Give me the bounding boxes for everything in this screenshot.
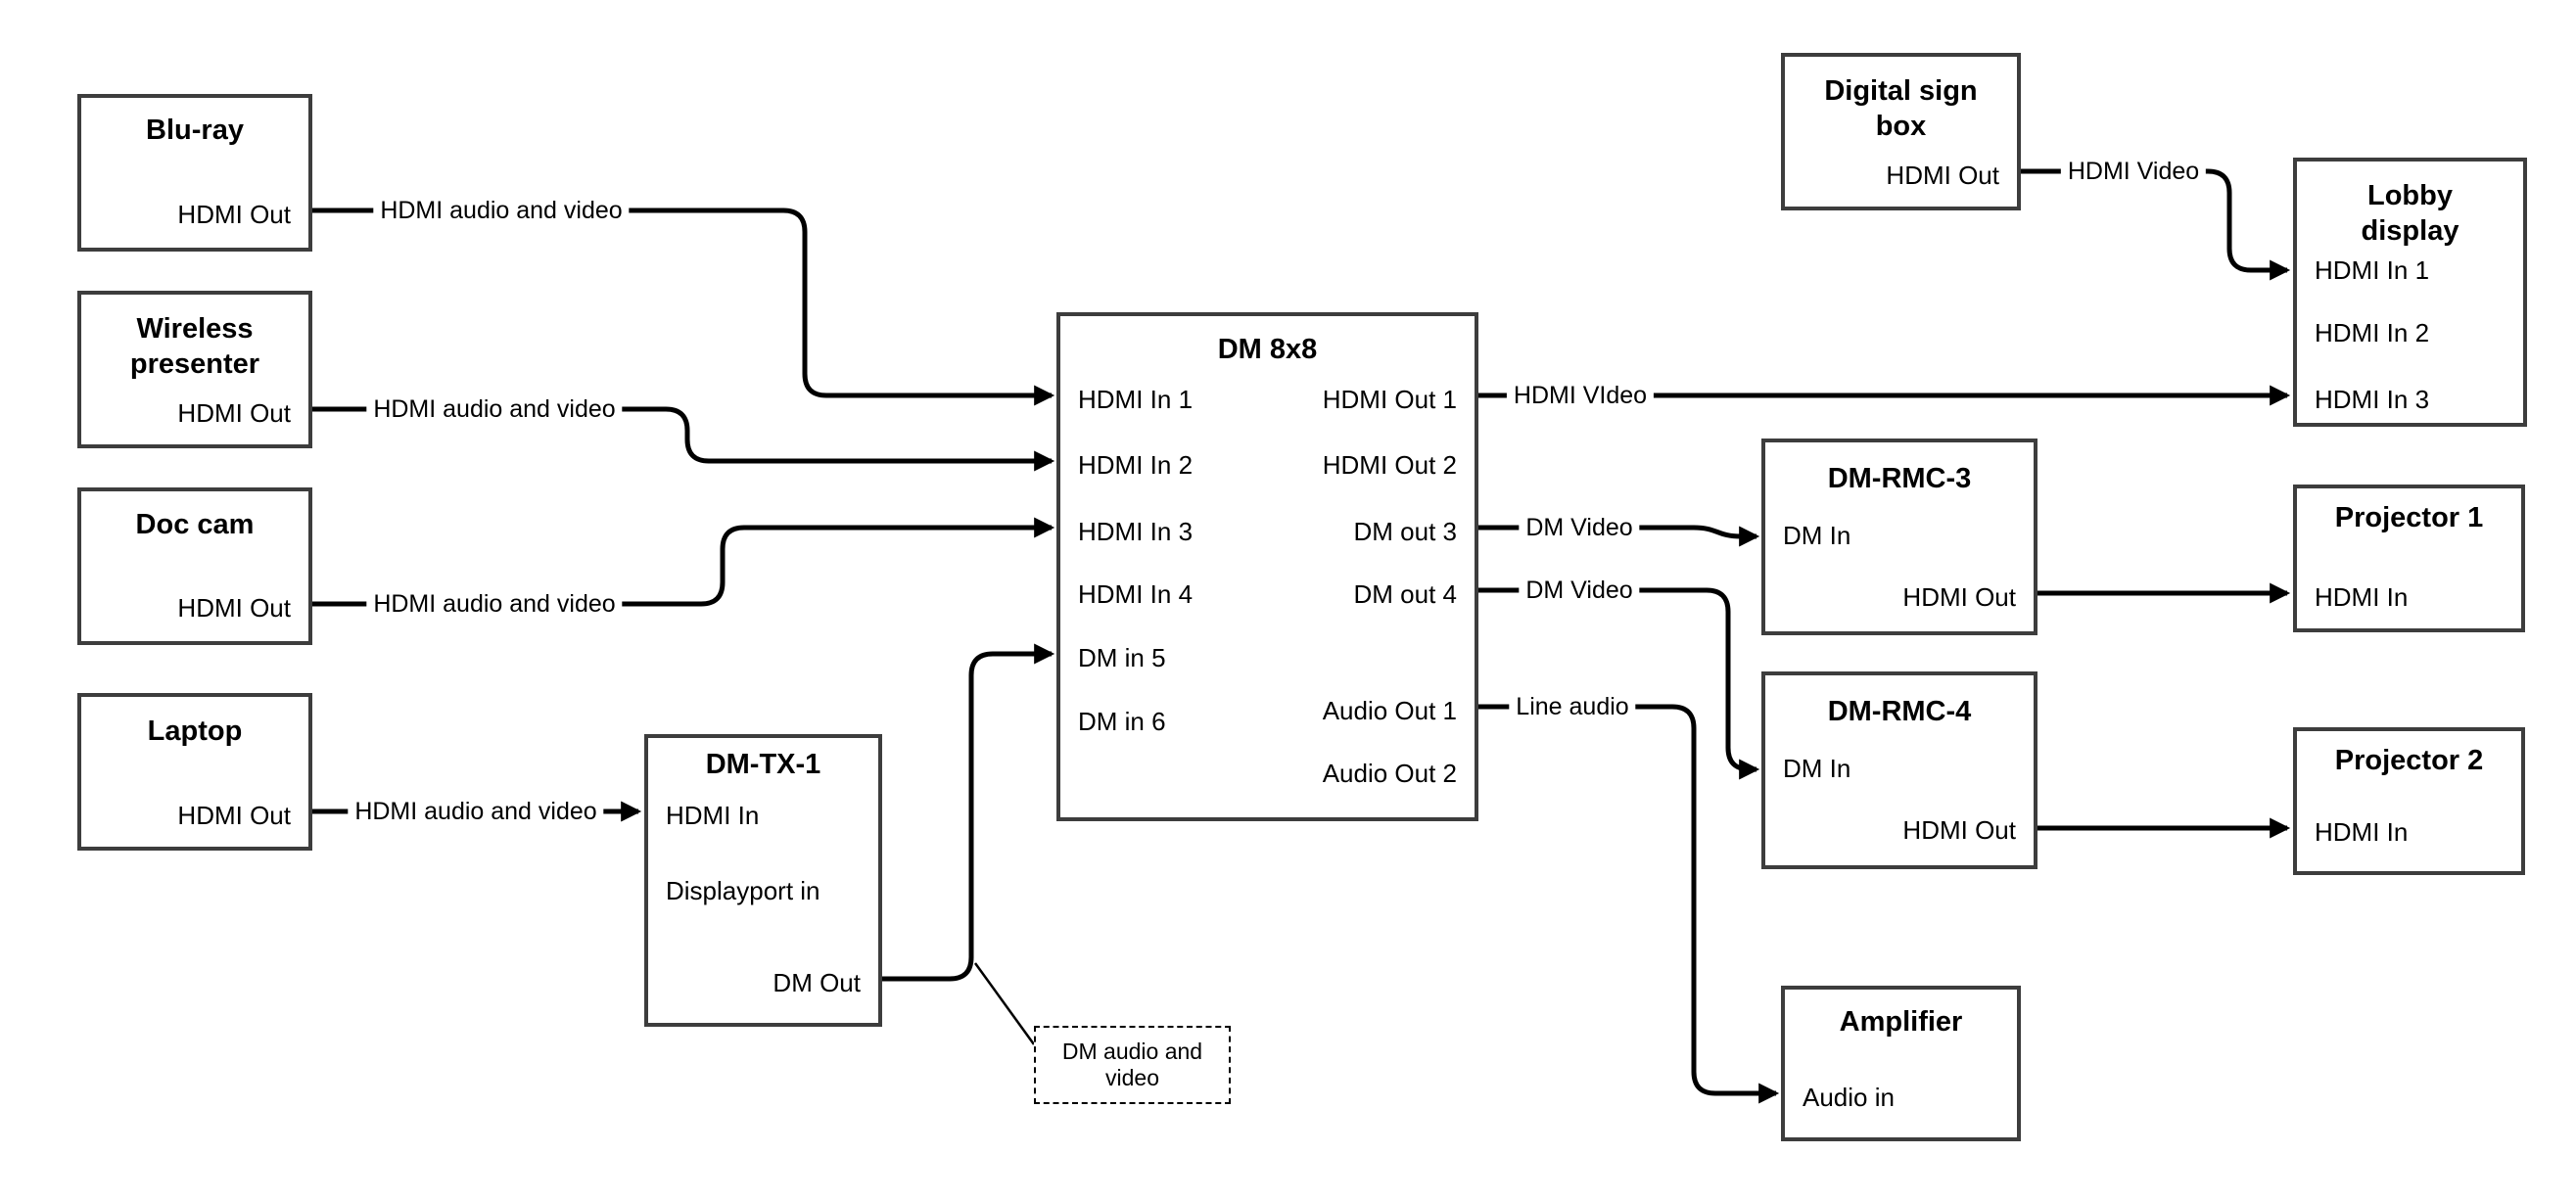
node-dm-tx-1-title: DM-TX-1 [705, 749, 821, 780]
node-dm-8x8-port-dm-out-4: DM out 4 [1353, 579, 1458, 609]
node-amplifier: Amplifier Audio in [1781, 986, 2021, 1141]
node-dm-8x8-title: DM 8x8 [1217, 334, 1318, 365]
wire-dm8x8-out4-to-rmc4 [1478, 587, 1760, 780]
node-projector-2: Projector 2 HDMI In [2293, 727, 2525, 875]
node-dm-8x8-port-hdmi-in-1: HDMI In 1 [1078, 385, 1194, 414]
node-dm-8x8-port-audio-out-1: Audio Out 1 [1322, 696, 1457, 725]
node-wireless-presenter: Wireless presenter HDMI Out [77, 291, 312, 448]
node-projector-2-title: Projector 2 [2334, 745, 2484, 776]
wire-label-doccam-hdmi-av: HDMI audio and video [366, 589, 623, 619]
node-dm-rmc-3-title: DM-RMC-3 [1827, 463, 1972, 494]
note-dm-audio-and-video: DM audio and video [1034, 1026, 1231, 1104]
wire-label-laptop-hdmi-av: HDMI audio and video [348, 797, 604, 826]
node-dm-tx-1-port-hdmi-in: HDMI In [666, 801, 760, 830]
node-dm-tx-1: DM-TX-1 HDMI In Displayport in DM Out [644, 734, 882, 1027]
node-doc-cam-port-hdmi-out: HDMI Out [177, 593, 291, 623]
node-dm-tx-1-port-displayport-in: Displayport in [666, 876, 820, 905]
node-laptop-title: Laptop [147, 716, 243, 747]
node-dm-8x8-port-audio-out-2: Audio Out 2 [1322, 759, 1457, 788]
node-dm-8x8-port-hdmi-out-2: HDMI Out 2 [1322, 450, 1457, 480]
wire-label-line-audio: Line audio [1509, 692, 1636, 721]
node-dm-rmc-3-port-dm-in: DM In [1783, 521, 1851, 550]
node-dm-rmc-4-title: DM-RMC-4 [1827, 696, 1972, 727]
wire-dm8x8-out3-to-rmc3 [1478, 525, 1760, 547]
node-digital-sign-box: Digital sign box HDMI Out [1781, 53, 2021, 210]
node-amplifier-title: Amplifier [1839, 1006, 1963, 1038]
wire-label-bluray-hdmi-av: HDMI audio and video [373, 196, 630, 225]
node-dm-8x8-port-hdmi-in-4: HDMI In 4 [1078, 579, 1194, 609]
node-dm-8x8-port-dm-out-3: DM out 3 [1353, 517, 1458, 546]
node-projector-1-title: Projector 1 [2334, 502, 2484, 533]
node-lobby-display-title-line1: Lobby [2367, 180, 2453, 211]
node-dm-8x8: DM 8x8 HDMI In 1 HDMI In 2 HDMI In 3 HDM… [1056, 312, 1478, 821]
node-dm-rmc-4-port-dm-in: DM In [1783, 754, 1851, 783]
node-dm-8x8-port-hdmi-out-1: HDMI Out 1 [1322, 385, 1457, 414]
node-wireless-presenter-port-hdmi-out: HDMI Out [177, 398, 291, 428]
node-bluray-port-hdmi-out: HDMI Out [177, 200, 291, 229]
wire-digitalsign-to-lobby-in1 [2021, 168, 2291, 281]
node-dm-8x8-port-hdmi-in-3: HDMI In 3 [1078, 517, 1194, 546]
node-dm-tx-1-port-dm-out: DM Out [773, 968, 861, 997]
node-wireless-presenter-title-line2: presenter [129, 348, 260, 380]
node-digital-sign-box-title-line1: Digital sign [1824, 75, 1978, 107]
node-doc-cam: Doc cam HDMI Out [77, 487, 312, 645]
node-doc-cam-title: Doc cam [135, 509, 255, 540]
node-dm-8x8-port-dm-in-6: DM in 6 [1078, 707, 1166, 736]
node-laptop-port-hdmi-out: HDMI Out [177, 801, 291, 830]
node-dm-rmc-3-port-hdmi-out: HDMI Out [1902, 582, 2016, 612]
node-projector-1-port-hdmi-in: HDMI In [2315, 582, 2409, 612]
wire-dmtx1-to-dm8x8-in5 [882, 643, 1055, 982]
node-lobby-display: Lobby display HDMI In 1 HDMI In 2 HDMI I… [2293, 158, 2527, 427]
node-dm-rmc-3: DM-RMC-3 DM In HDMI Out [1761, 439, 2037, 635]
node-wireless-presenter-title: Wireless presenter [81, 311, 308, 382]
wire-wireless-to-dm8x8-in2 [312, 406, 1055, 472]
node-dm-8x8-port-dm-in-5: DM in 5 [1078, 643, 1166, 672]
node-projector-2-port-hdmi-in: HDMI In [2315, 817, 2409, 847]
node-wireless-presenter-title-line1: Wireless [136, 313, 254, 345]
node-lobby-display-port-hdmi-in-3: HDMI In 3 [2315, 385, 2430, 414]
note-line2: video [1105, 1065, 1159, 1090]
node-bluray: Blu-ray HDMI Out [77, 94, 312, 252]
node-dm-rmc-4-port-hdmi-out: HDMI Out [1902, 815, 2016, 845]
node-lobby-display-title: Lobby display [2297, 178, 2523, 249]
node-digital-sign-box-title-line2: box [1875, 111, 1927, 142]
node-digital-sign-box-title: Digital sign box [1785, 73, 2017, 144]
wire-label-wireless-hdmi-av: HDMI audio and video [366, 394, 623, 424]
node-lobby-display-title-line2: display [2361, 215, 2459, 247]
node-amplifier-port-audio-in: Audio in [1803, 1083, 1895, 1112]
wire-label-dm-video-out4: DM Video [1519, 576, 1640, 605]
node-projector-1: Projector 1 HDMI In [2293, 485, 2525, 632]
wire-label-hdmi-video-sign: HDMI Video [2060, 157, 2207, 186]
node-laptop: Laptop HDMI Out [77, 693, 312, 851]
node-lobby-display-port-hdmi-in-1: HDMI In 1 [2315, 255, 2430, 285]
wire-dm8x8-audio1-to-amplifier [1478, 704, 1780, 1104]
node-digital-sign-box-port-hdmi-out: HDMI Out [1886, 161, 1999, 190]
node-bluray-title: Blu-ray [146, 115, 244, 146]
note-leader-line [973, 962, 1036, 1045]
wire-label-hdmi-video-out1: HDMI VIdeo [1506, 381, 1655, 410]
note-line1: DM audio and [1061, 1039, 1203, 1064]
wire-label-dm-video-out3: DM Video [1519, 513, 1640, 542]
wire-bluray-to-dm8x8-in1 [312, 208, 1055, 406]
node-lobby-display-port-hdmi-in-2: HDMI In 2 [2315, 318, 2430, 347]
node-dm-8x8-port-hdmi-in-2: HDMI In 2 [1078, 450, 1194, 480]
node-dm-rmc-4: DM-RMC-4 DM In HDMI Out [1761, 671, 2037, 869]
wire-doccam-to-dm8x8-in3 [312, 517, 1055, 607]
